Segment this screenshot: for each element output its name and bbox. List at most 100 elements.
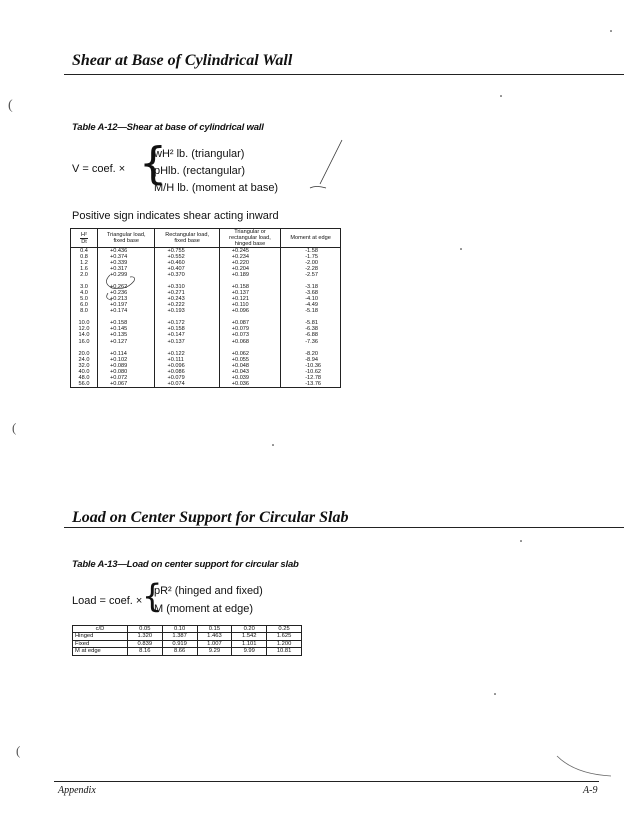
table-cell: 1.200 (266, 639, 302, 649)
table-cell: 0.839 (126, 639, 163, 649)
scan-speck (272, 444, 274, 446)
table-cell: +0.048 (218, 362, 282, 369)
table-cell: +0.080 (96, 368, 156, 375)
table-row: 10.0+0.158+0.172+0.087-5.81 (70, 320, 341, 327)
scan-speck (520, 540, 522, 542)
handwritten-arc-mark (106, 293, 113, 301)
table-cell: +0.067 (96, 380, 156, 388)
table-row: 20.0+0.114+0.122+0.062-8.20 (70, 350, 341, 357)
table-cell: +0.374 (96, 254, 156, 261)
table-cell: -2.57 (280, 272, 341, 279)
table-cell: -4.10 (280, 296, 341, 303)
table-cell: 1.625 (266, 632, 302, 641)
table-cell: +0.087 (218, 320, 282, 327)
table-caption-a12: Table A-12—Shear at base of cylindrical … (72, 122, 264, 133)
table-cell: +0.068 (218, 338, 282, 345)
table-cell: +0.102 (96, 356, 156, 363)
table-row: 1.2+0.339+0.460+0.220-2.00 (70, 260, 341, 267)
table-row: 32.0+0.089+0.096+0.048-10.36 (70, 362, 341, 369)
table-cell: -8.20 (280, 350, 341, 357)
table-cell: -10.62 (280, 368, 341, 375)
formula-line-rectangular: pHlb. (rectangular) (154, 165, 246, 177)
section-rule-2 (64, 527, 624, 528)
table-cell: -12.78 (280, 374, 341, 381)
table-cell: -1.58 (280, 247, 341, 255)
footer-rule (54, 781, 599, 782)
table-cell: +0.245 (218, 247, 282, 255)
table-cell: 8.66 (161, 647, 198, 656)
table-cell: +0.074 (154, 380, 220, 388)
table-cell: 56.0 (70, 380, 98, 388)
scan-speck (610, 30, 612, 32)
sign-convention-note: Positive sign indicates shear acting inw… (72, 210, 279, 222)
table-row: 5.0+0.213+0.243+0.121-4.10 (70, 296, 341, 303)
table-row: 48.0+0.072+0.079+0.039-12.78 (70, 374, 341, 381)
header-cell: 0.10 (161, 624, 198, 634)
table-cell: +0.135 (96, 332, 156, 339)
table-cell: -1.75 (280, 254, 341, 261)
table-cell: -3.68 (280, 290, 341, 297)
formula-line-hinged-fixed: pR² (hinged and fixed) (154, 585, 263, 597)
table-row: 6.0+0.197+0.222+0.110-4.49 (70, 302, 341, 309)
section-title-shear: Shear at Base of Cylindrical Wall (72, 52, 293, 69)
table-cell: +0.299 (96, 272, 156, 279)
table-cell: +0.436 (96, 247, 156, 255)
curly-brace-icon: { (142, 577, 163, 615)
table-row: 16.0+0.127+0.137+0.068-7.36 (70, 338, 341, 345)
table-cell: +0.220 (218, 260, 282, 267)
table-cell: +0.174 (96, 308, 156, 315)
table-cell: -6.88 (280, 332, 341, 339)
table-cell: +0.072 (96, 374, 156, 381)
table-cell: +0.158 (96, 320, 156, 327)
table-cell: +0.062 (218, 350, 282, 357)
header-cell: 0.05 (126, 624, 163, 634)
table-cell: 1.320 (126, 632, 163, 641)
table-cell: 1.542 (231, 632, 268, 641)
table-cell: 9.29 (196, 647, 233, 656)
table-cell: +0.339 (96, 260, 156, 267)
footer-section-label: Appendix (58, 785, 96, 796)
table-cell: -6.38 (280, 326, 341, 333)
table-cell: -10.36 (280, 362, 341, 369)
table-row: 0.8+0.374+0.552+0.234-1.75 (70, 254, 341, 261)
table-row: 24.0+0.102+0.111+0.055-8.94 (70, 356, 341, 363)
section-title-center-support: Load on Center Support for Circular Slab (72, 509, 349, 526)
table-cell: -4.49 (280, 302, 341, 309)
table-cell: +0.145 (96, 326, 156, 333)
header-cell: 0.15 (196, 624, 233, 634)
table-row: 14.0+0.135+0.147+0.073-6.88 (70, 332, 341, 339)
table-cell: +0.039 (218, 374, 282, 381)
row-label: Fixed (72, 639, 128, 649)
table-row: 40.0+0.080+0.086+0.043-10.62 (70, 368, 341, 375)
row-label: M at edge (72, 647, 128, 656)
scan-bracket-mark: ( (8, 98, 13, 113)
table-cell: +0.096 (218, 308, 282, 315)
section-rule (64, 74, 624, 75)
formula-lhs: Load = coef. × (72, 595, 143, 607)
scan-bracket-mark: ( (16, 743, 21, 758)
table-cell: +0.158 (218, 284, 282, 291)
table-cell: -13.76 (280, 380, 341, 388)
table-cell: 8.16 (126, 647, 163, 656)
table-cell: +0.073 (218, 332, 282, 339)
table-cell: -2.00 (280, 260, 341, 267)
table-row: 12.0+0.145+0.158+0.079-6.38 (70, 326, 341, 333)
table-row: 2.0+0.299+0.370+0.189-2.57 (70, 272, 341, 279)
table-cell: +0.110 (218, 302, 282, 309)
table-cell: +0.317 (96, 266, 156, 273)
group-spacer (70, 278, 341, 285)
table-cell: +0.189 (218, 272, 282, 279)
table-row: 0.4+0.436+0.755+0.245-1.58 (70, 247, 341, 255)
header-moment-edge: Moment at edge (280, 227, 341, 249)
table-cell: -8.94 (280, 356, 341, 363)
scan-speck (500, 95, 502, 97)
table-cell: +0.121 (218, 296, 282, 303)
formula-line-moment-edge: M (moment at edge) (154, 603, 254, 615)
header-cell: c/D (72, 624, 128, 634)
